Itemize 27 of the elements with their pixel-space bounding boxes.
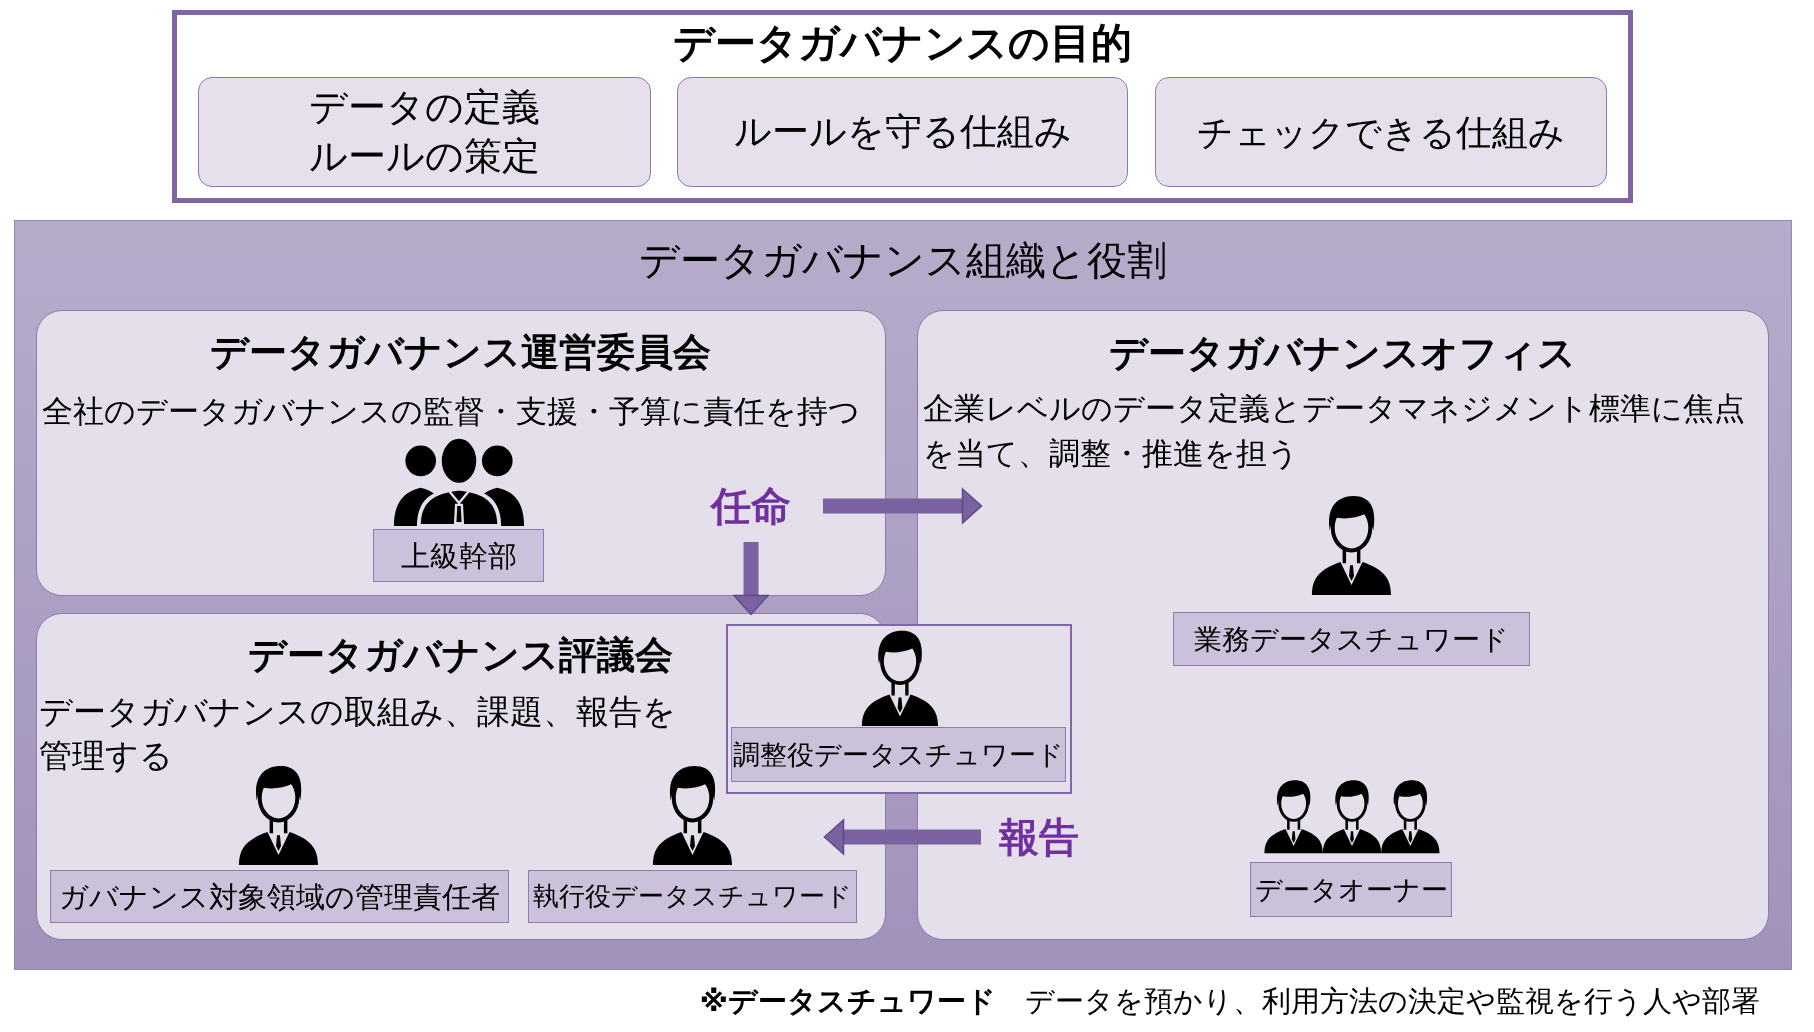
role-label: 執行役データスチュワード [528, 870, 857, 923]
arrow [823, 819, 981, 855]
box-title: データガバナンス評議会 [247, 632, 674, 678]
goal-box: ルールを守る仕組み [677, 77, 1128, 187]
goal-box: データの定義ルールの策定 [198, 77, 651, 187]
description: 企業レベルのデータ定義とデータマネジメント標準に焦点を当て、調整・推進を担う [923, 389, 1745, 473]
organization-panel [14, 220, 1792, 970]
description: 全社のデータガバナンスの監督・支援・予算に責任を持つ [42, 393, 860, 430]
role-label: ガバナンス対象領域の管理責任者 [50, 870, 509, 923]
goals-frame [172, 10, 1633, 203]
footnote: ※データスチュワード データを預かり、利用方法の決定や監視を行う人や部署 [699, 983, 1760, 1019]
arrow [733, 542, 769, 616]
role-label: データオーナー [1250, 862, 1452, 917]
role-label: 業務データスチュワード [1173, 612, 1530, 666]
arrow-caption: 任命 [711, 486, 791, 526]
box-title: データガバナンスオフィス [1108, 330, 1577, 376]
group-card [35, 309, 886, 596]
description: データガバナンスの取組み、課題、報告を管理する [39, 691, 677, 777]
panel-title: データガバナンス組織と役割 [638, 235, 1168, 284]
role-card [725, 623, 1072, 794]
arrow-caption: 報告 [999, 817, 1079, 857]
box-title: データガバナンス運営委員会 [209, 329, 712, 375]
heading: データガバナンスの目的 [672, 19, 1133, 68]
role-label: 上級幹部 [373, 529, 544, 582]
role-label: 調整役データスチュワード [731, 727, 1066, 782]
goal-box: チェックできる仕組み [1155, 77, 1607, 187]
arrow [823, 488, 983, 524]
